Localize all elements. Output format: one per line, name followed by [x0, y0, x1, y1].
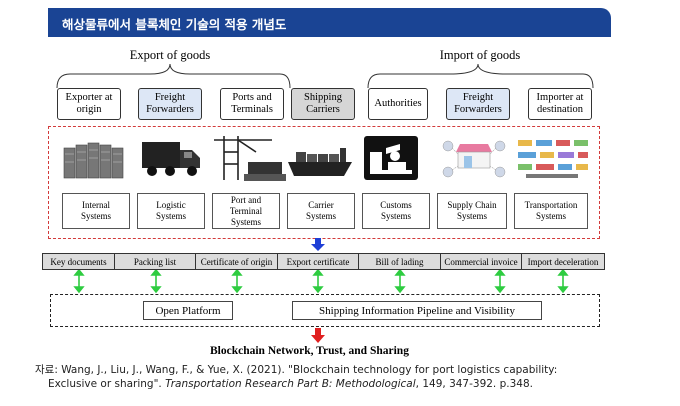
cargo-ship-icon	[288, 148, 352, 176]
customs-officer-icon	[364, 136, 418, 180]
stakeholder-freight-forwarders-export: Freight Forwarders	[138, 88, 202, 120]
source-line-2-b: , 149, 347-392. p.348.	[415, 378, 533, 390]
page-title: 해상물류에서 블록체인 기술의 적용 개념도	[48, 8, 611, 37]
system-logistic: Logistic Systems	[137, 193, 205, 229]
system-carrier: Carrier Systems	[287, 193, 355, 229]
server-rack-icon	[63, 142, 124, 179]
documents-row: Key documents Packing list Certificate o…	[42, 253, 605, 270]
doc-certificate-of-origin: Certificate of origin	[196, 253, 278, 270]
export-group-label: Export of goods	[129, 48, 211, 62]
stakeholder-authorities: Authorities	[368, 88, 428, 120]
system-customs: Customs Systems	[362, 193, 430, 229]
red-down-arrow-icon	[311, 328, 325, 343]
blockchain-network-title: Blockchain Network, Trust, and Sharing	[210, 345, 409, 357]
doc-commercial-invoice: Commercial invoice	[441, 253, 522, 270]
source-line-1: 자료: Wang, J., Liu, J., Wang, F., & Yue, …	[35, 364, 558, 376]
doc-export-certificate: Export certificate	[278, 253, 359, 270]
stakeholder-shipping-carriers: Shipping Carriers	[291, 88, 355, 120]
stakeholder-exporter: Exporter at origin	[57, 88, 121, 120]
port-crane-icon	[214, 136, 286, 181]
system-supply-chain: Supply Chain Systems	[437, 193, 507, 229]
stakeholder-ports-terminals: Ports and Terminals	[220, 88, 284, 120]
group-braces	[56, 63, 594, 89]
stakeholder-importer: Importer at destination	[528, 88, 592, 120]
platform-container	[50, 294, 600, 327]
supply-chain-store-icon	[442, 140, 506, 178]
green-arrows	[73, 270, 569, 294]
source-line-2: Exclusive or sharing". Transportation Re…	[48, 378, 533, 390]
open-platform-box: Open Platform	[143, 301, 233, 320]
doc-bill-of-lading: Bill of lading	[359, 253, 441, 270]
truck-icon	[142, 142, 200, 176]
shipping-pipeline-box: Shipping Information Pipeline and Visibi…	[292, 301, 542, 320]
import-group-label: Import of goods	[439, 48, 521, 62]
doc-key-documents: Key documents	[42, 253, 115, 270]
doc-import-declaration: Import deceleration	[522, 253, 605, 270]
system-internal: Internal Systems	[62, 193, 130, 229]
transport-vehicles-icon	[518, 140, 588, 178]
systems-container	[48, 126, 600, 239]
blue-down-arrow-icon	[311, 238, 325, 251]
stakeholder-freight-forwarders-import: Freight Forwarders	[446, 88, 510, 120]
system-transportation: Transportation Systems	[514, 193, 588, 229]
system-port-terminal: Port and Terminal Systems	[212, 193, 280, 229]
doc-packing-list: Packing list	[115, 253, 196, 270]
source-journal: Transportation Research Part B: Methodol…	[165, 378, 416, 390]
source-line-2-a: Exclusive or sharing".	[48, 378, 166, 390]
